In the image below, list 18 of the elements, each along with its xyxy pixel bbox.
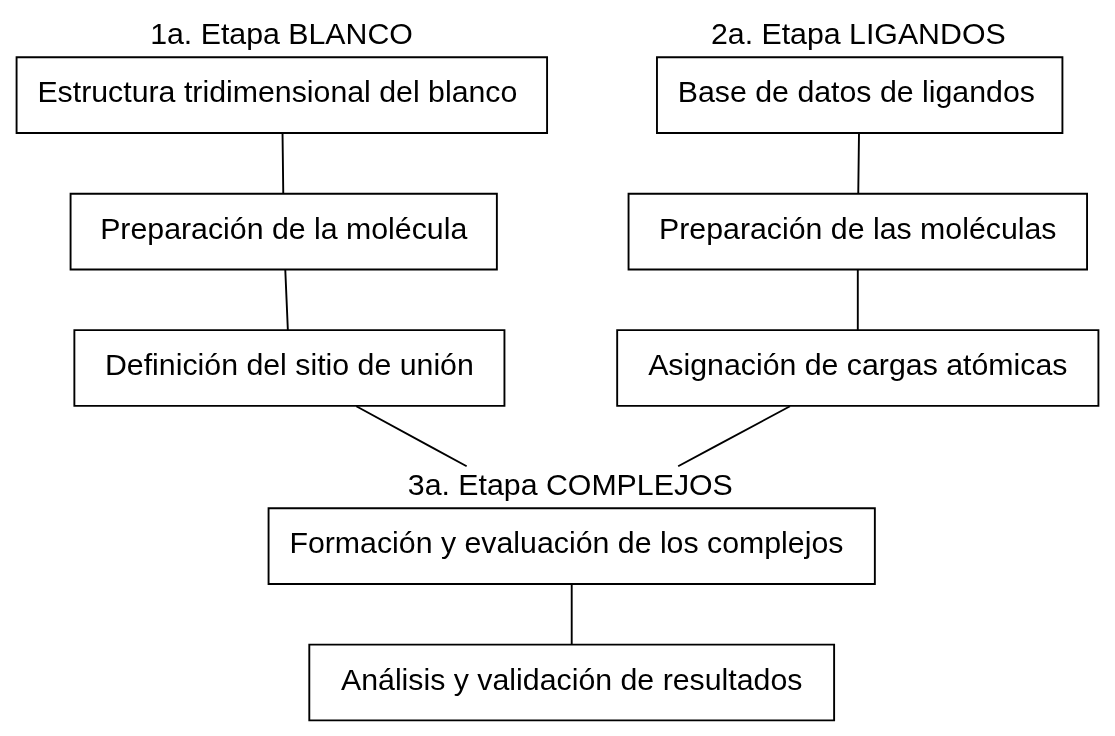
- node-box: Estructura tridimensional del blanco: [15, 56, 549, 134]
- node-box: Definición del sitio de unión: [73, 329, 506, 407]
- connector: [284, 268, 289, 331]
- node-box: Análisis y validación de resultados: [308, 643, 836, 722]
- connector: [355, 405, 468, 468]
- node-box: Preparación de la molécula: [69, 192, 498, 271]
- node-label: 2a. Etapa LIGANDOS: [710, 16, 1006, 50]
- node-box: Asignación de cargas atómicas: [616, 329, 1100, 407]
- node-box: Preparación de las moléculas: [627, 192, 1088, 271]
- connector: [281, 132, 285, 195]
- connector: [856, 268, 859, 331]
- connector: [857, 132, 860, 195]
- node-box: Base de datos de ligandos: [656, 56, 1064, 134]
- connector: [677, 405, 791, 468]
- node-label: 3a. Etapa COMPLEJOS: [407, 467, 733, 501]
- connector: [570, 583, 573, 646]
- node-box: Formación y evaluación de los complejos: [267, 507, 876, 585]
- node-label: 1a. Etapa BLANCO: [150, 16, 413, 50]
